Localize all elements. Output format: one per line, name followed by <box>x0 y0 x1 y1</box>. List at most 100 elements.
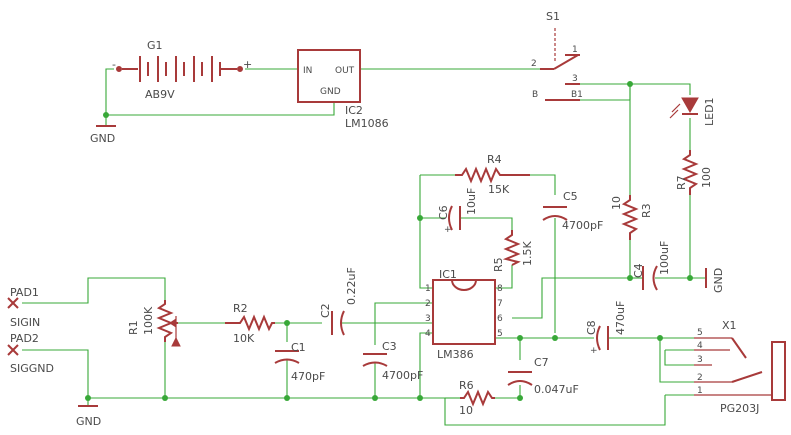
ground-symbol-bottom: GND <box>76 405 101 428</box>
pad1-signal: SIGIN <box>10 316 40 329</box>
battery-plus-sign: + <box>243 58 252 71</box>
r6-name: R6 <box>459 379 474 392</box>
ic1-pin-2: 2 <box>425 299 431 309</box>
pad1-name: PAD1 <box>10 286 39 299</box>
ic1-pin-8: 8 <box>497 284 503 294</box>
ic1-pin-6: 6 <box>497 314 503 324</box>
ic1-value: LM386 <box>437 348 474 361</box>
r1-name: R1 <box>127 320 140 335</box>
pad2-signal: SIGGND <box>10 362 54 375</box>
jack-value: PG203J <box>720 402 759 415</box>
ic1-pin-3: 3 <box>425 314 431 324</box>
led-name: LED1 <box>703 97 716 126</box>
potentiometer-r1: R1 100K <box>127 300 181 347</box>
capacitor-c3: C3 4700pF <box>362 340 423 382</box>
capacitor-c6: + C6 10uF <box>437 188 478 235</box>
c6-plus: + <box>444 225 452 235</box>
c7-value: 0.047uF <box>534 383 579 396</box>
jack-pin-5: 5 <box>697 328 703 338</box>
battery-minus-sign: - <box>112 58 116 71</box>
ic1-pin-5: 5 <box>497 329 503 339</box>
ground-label-right: GND <box>712 268 725 293</box>
ground-label-bottom: GND <box>76 415 101 428</box>
c5-name: C5 <box>563 190 578 203</box>
regulator-gnd-pin: GND <box>320 87 341 97</box>
resistor-r4: R4 15K <box>455 153 530 196</box>
wires <box>22 68 705 426</box>
c8-value: 470uF <box>614 301 627 335</box>
capacitor-c8: + C8 470uF <box>585 301 627 356</box>
c1-name: C1 <box>291 341 306 354</box>
amplifier-ic1: 1 2 3 4 5 6 7 8 IC1 LM386 <box>425 268 503 361</box>
c3-value: 4700pF <box>382 369 423 382</box>
r4-value: 15K <box>488 183 510 196</box>
regulator-name: IC2 <box>345 104 363 117</box>
r3-name: R3 <box>640 203 653 218</box>
ic1-pin-4: 4 <box>425 329 431 339</box>
regulator-ic2: IN OUT GND IC2 LM1086 <box>297 49 389 130</box>
c1-value: 470pF <box>291 370 325 383</box>
switch-name: S1 <box>546 10 560 23</box>
r1-value: 100K <box>142 306 155 335</box>
jack-pin-1: 1 <box>697 386 703 396</box>
c4-name: C4 <box>632 263 645 278</box>
r3-value: 10 <box>610 196 623 210</box>
r4-name: R4 <box>487 153 502 166</box>
jack-pin-4: 4 <box>697 341 703 351</box>
resistor-r3: 10 R3 <box>610 195 653 240</box>
switch-pin-2: 2 <box>531 59 537 69</box>
pad1: PAD1 SIGIN <box>7 286 40 329</box>
regulator-value: LM1086 <box>345 117 389 130</box>
junctions <box>85 81 693 401</box>
resistor-r2: R2 10K <box>225 302 275 345</box>
ic1-name: IC1 <box>439 268 457 281</box>
r5-name: R5 <box>492 257 505 272</box>
battery-name: G1 <box>147 39 163 52</box>
ground-symbol-top: GND <box>90 125 116 145</box>
ground-label-top: GND <box>90 132 115 145</box>
pad2-name: PAD2 <box>10 332 39 345</box>
battery-value: AB9V <box>145 88 175 101</box>
capacitor-c5: C5 4700pF <box>542 190 603 232</box>
led-led1: LED1 <box>669 97 716 126</box>
c2-value: 0.22uF <box>345 267 358 305</box>
capacitor-c7: C7 0.047uF <box>507 356 579 396</box>
jack-pin-3: 3 <box>697 355 703 365</box>
r2-name: R2 <box>233 302 248 315</box>
regulator-in-pin: IN <box>303 66 312 76</box>
ground-symbol-right: GND <box>705 268 725 293</box>
capacitor-c2: C2 0.22uF <box>319 267 358 336</box>
r7-name: R7 <box>675 175 688 190</box>
switch-pin-1: 1 <box>572 45 578 55</box>
c5-value: 4700pF <box>562 219 603 232</box>
r6-value: 10 <box>459 404 473 417</box>
c6-name: C6 <box>437 205 450 220</box>
r2-value: 10K <box>233 332 255 345</box>
c2-name: C2 <box>319 303 332 318</box>
capacitor-c1: C1 470pF <box>274 341 325 383</box>
c8-plus: + <box>590 346 598 356</box>
capacitor-c4: C4 100uF <box>632 241 671 291</box>
c7-name: C7 <box>534 356 549 369</box>
c8-name: C8 <box>585 320 598 335</box>
r5-value: 1.5K <box>521 241 534 266</box>
r7-value: 100 <box>700 167 713 188</box>
switch-pin-b1: B1 <box>571 90 583 100</box>
ic1-pin-1: 1 <box>425 284 431 294</box>
audio-jack-x1: 5 4 3 2 1 X1 PG203J <box>694 319 786 415</box>
c3-name: C3 <box>382 340 397 353</box>
pad2: PAD2 SIGGND <box>7 332 54 375</box>
regulator-out-pin: OUT <box>335 66 355 76</box>
resistor-r7: R7 100 <box>675 150 713 195</box>
jack-pin-2: 2 <box>697 373 703 383</box>
ic1-pin-7: 7 <box>497 299 503 309</box>
battery-g1: G1 AB9V - + <box>112 39 252 101</box>
resistor-r5: R5 1.5K <box>492 230 534 272</box>
resistor-r6: R6 10 <box>459 379 495 417</box>
switch-s1: S1 1 2 3 B B1 <box>531 10 583 101</box>
c4-value: 100uF <box>658 241 671 275</box>
switch-pin-b: B <box>532 90 538 100</box>
c6-value: 10uF <box>465 188 478 215</box>
switch-pin-3: 3 <box>572 74 578 84</box>
